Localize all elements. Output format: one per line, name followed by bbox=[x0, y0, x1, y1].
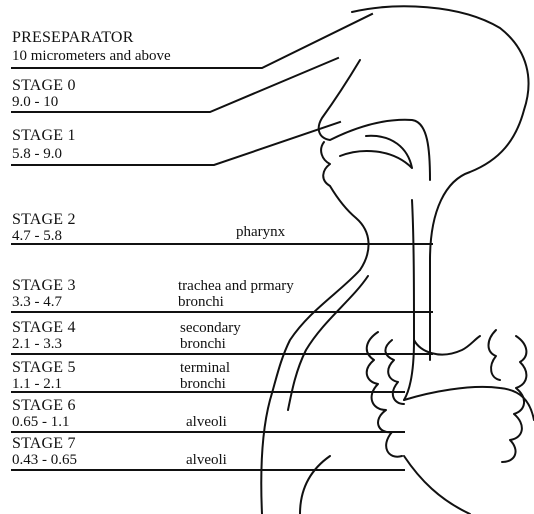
lower-left-outline bbox=[300, 456, 330, 514]
stage-3-region: trachea and prmary bbox=[178, 278, 294, 294]
stage-6-region: alveoli bbox=[186, 414, 227, 430]
stage-2-name: STAGE 2 bbox=[12, 212, 76, 228]
preseparator-name: PRESEPARATOR bbox=[12, 30, 134, 46]
stage-3-region-line2: bronchi bbox=[178, 294, 224, 310]
stage-7-name: STAGE 7 bbox=[12, 436, 76, 452]
preseparator-range: 10 micrometers and above bbox=[12, 48, 171, 64]
stage-1-range: 5.8 - 9.0 bbox=[12, 146, 62, 162]
lung-right-inner bbox=[489, 330, 501, 380]
lung-left-lobes bbox=[367, 332, 402, 457]
stage-6-range: 0.65 - 1.1 bbox=[12, 414, 70, 430]
head-outline bbox=[352, 6, 529, 360]
stage-1-name: STAGE 1 bbox=[12, 128, 76, 144]
bronchus-left bbox=[414, 336, 480, 355]
stage-0-range: 9.0 - 10 bbox=[12, 94, 58, 110]
lung-left-lobes-inner bbox=[385, 340, 404, 404]
lips-outline bbox=[321, 142, 368, 270]
trachea-right-wall bbox=[404, 200, 414, 400]
stage-5-name: STAGE 5 bbox=[12, 360, 76, 376]
stage-2-range: 4.7 - 5.8 bbox=[12, 228, 62, 244]
stage-6-name: STAGE 6 bbox=[12, 398, 76, 414]
stage-5-region: terminal bbox=[180, 360, 230, 376]
stage-5-region-line2: bronchi bbox=[180, 376, 226, 392]
stage-4-name: STAGE 4 bbox=[12, 320, 76, 336]
stage-4-region-line2: bronchi bbox=[180, 336, 226, 352]
nasal-cavity-outline bbox=[319, 60, 430, 180]
lung-right-lobes bbox=[502, 336, 526, 462]
stage-7-region: alveoli bbox=[186, 452, 227, 468]
stage-4-range: 2.1 - 3.3 bbox=[12, 336, 62, 352]
tongue-outline bbox=[340, 136, 412, 168]
stage-2-region: pharynx bbox=[236, 224, 285, 240]
stage-5-range: 1.1 - 2.1 bbox=[12, 376, 62, 392]
stage-0-name: STAGE 0 bbox=[12, 78, 76, 94]
stage-4-region: secondary bbox=[180, 320, 241, 336]
trachea-inner-left bbox=[288, 276, 368, 410]
lower-body-outline bbox=[404, 456, 470, 514]
stage-7-range: 0.43 - 0.65 bbox=[12, 452, 77, 468]
stage-3-range: 3.3 - 4.7 bbox=[12, 294, 62, 310]
stage-3-name: STAGE 3 bbox=[12, 278, 76, 294]
